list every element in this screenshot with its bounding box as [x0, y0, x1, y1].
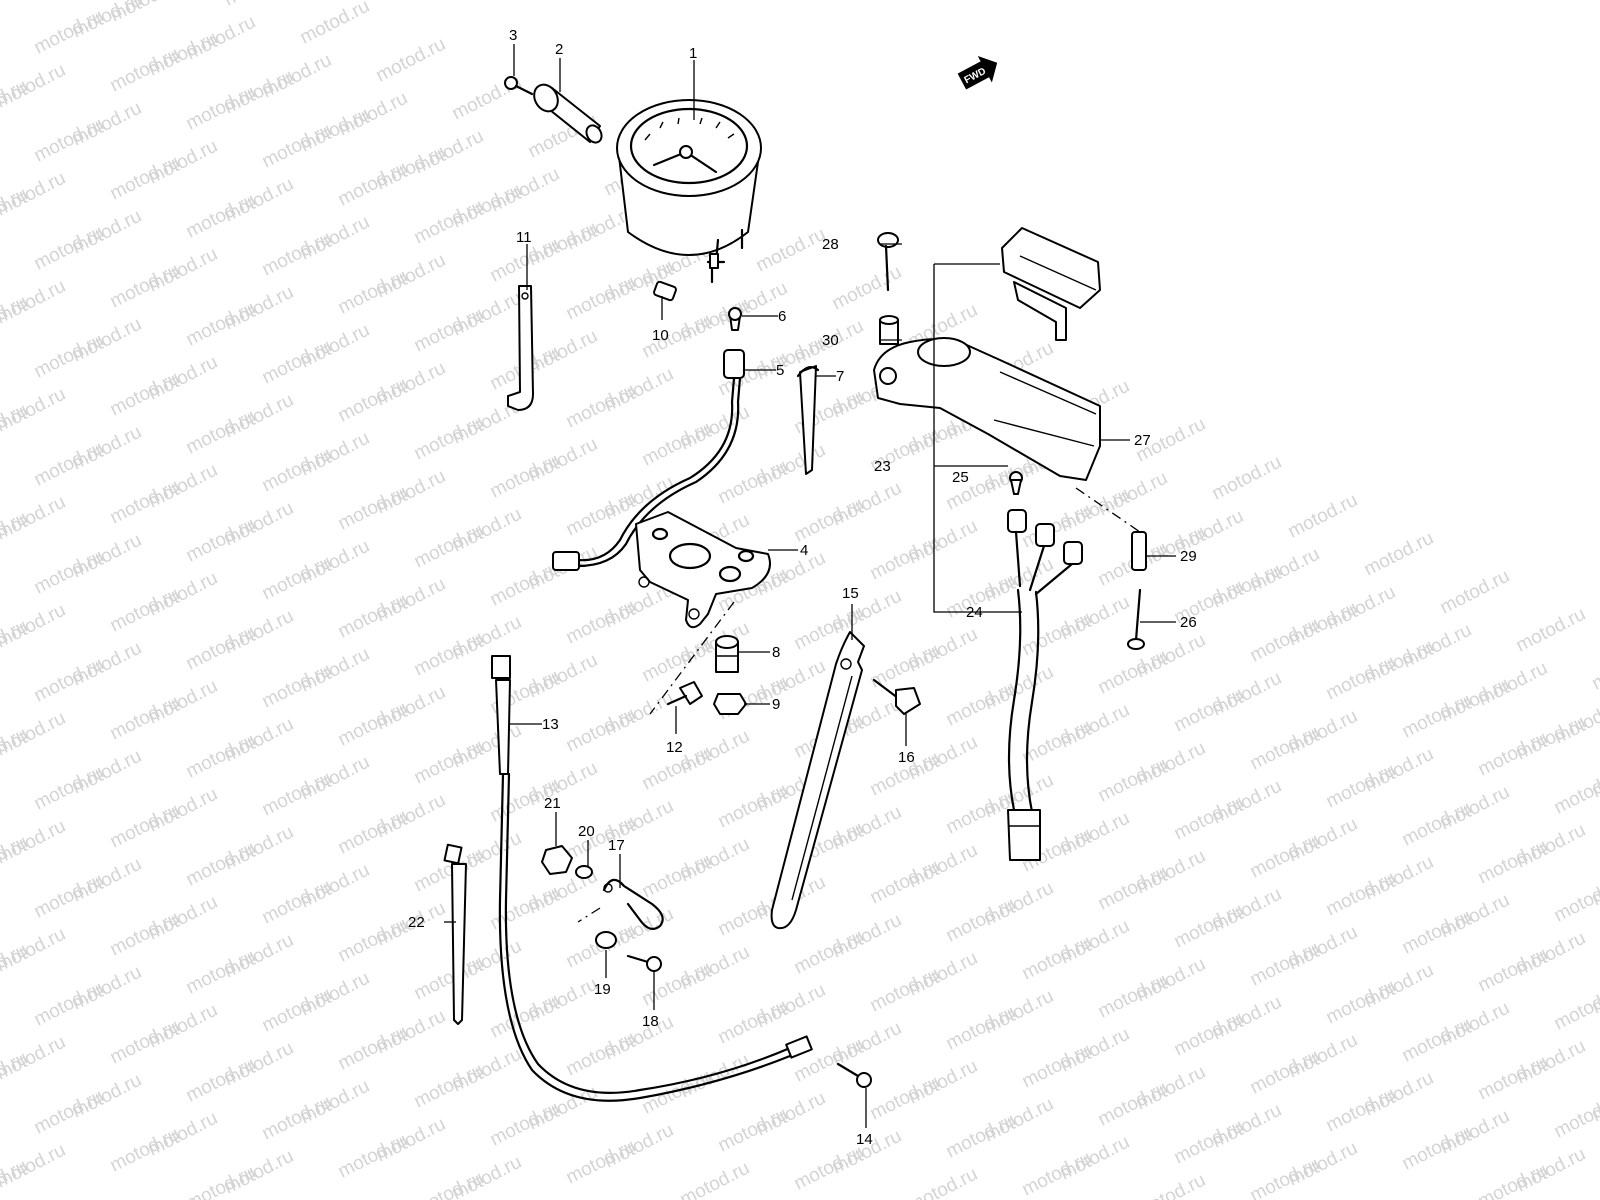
watermark-text: motod.ru: [905, 1164, 981, 1200]
callout-29: 29: [1180, 548, 1197, 565]
watermark-text: motod.ru: [1285, 490, 1361, 543]
watermark-text: motod.ru: [221, 0, 297, 10]
callout-20: 20: [578, 823, 595, 840]
part-bolt-16: [872, 678, 921, 715]
callout-17: 17: [608, 837, 625, 854]
part-wire-harness: [1007, 509, 1083, 861]
part-screw-18: [626, 954, 662, 972]
watermark-text: motod.ru: [1247, 1154, 1323, 1200]
watermark-text: motod.ru: [1513, 604, 1589, 657]
callout-25: 25: [952, 469, 969, 486]
callout-labels: 1 2 3 11 10 6 5 7 4 8 9 12 13 14 15 16 1…: [408, 27, 1197, 1148]
part-bulb-25: [1009, 471, 1023, 495]
watermark-text: motod.ru: [1209, 452, 1285, 505]
leader-lines: [444, 44, 1176, 1128]
watermark-text: motod.ru: [1551, 874, 1600, 927]
callout-6: 6: [778, 308, 786, 325]
part-collar-30: [879, 315, 899, 345]
callout-7: 7: [836, 368, 844, 385]
watermark-text: motod.ru: [1551, 1090, 1600, 1143]
watermark-text: motod.ru: [373, 34, 449, 87]
part-screw-14: [836, 1062, 872, 1088]
callout-19: 19: [594, 981, 611, 998]
watermark-text: motod.ru: [1475, 1160, 1551, 1200]
part-bolt-12: [666, 681, 703, 706]
watermark-text: motod.ru: [1551, 766, 1600, 819]
part-bracket-strip: [507, 285, 534, 411]
callout-8: 8: [772, 644, 780, 661]
part-cushion: [653, 280, 677, 302]
part-cable-guide: [602, 878, 664, 930]
watermark-text: motod.ru: [753, 224, 829, 277]
part-long-bracket: [770, 631, 865, 930]
callout-21: 21: [544, 795, 561, 812]
callout-23: 23: [874, 458, 891, 475]
watermark-text: motod.ru: [1133, 1170, 1209, 1200]
callout-27: 27: [1134, 432, 1151, 449]
part-bulb: [728, 307, 742, 331]
part-indicator-housing: [873, 337, 1101, 481]
part-cable-tie: [443, 843, 467, 1025]
part-indicator-cover: [1001, 227, 1101, 341]
callout-3: 3: [509, 27, 517, 44]
part-clamp-7: [796, 365, 820, 475]
callout-14: 14: [856, 1131, 873, 1148]
callout-16: 16: [898, 749, 915, 766]
part-speedo-cable: [491, 655, 813, 1102]
callout-10: 10: [652, 327, 669, 344]
part-nut-21: [541, 845, 573, 875]
callout-24: 24: [966, 604, 983, 621]
watermark-text: motod.ru: [677, 1158, 753, 1200]
part-bracket-4: [635, 511, 771, 629]
callout-26: 26: [1180, 614, 1197, 631]
watermark-text: motod.ru: [1361, 528, 1437, 581]
callout-5: 5: [776, 362, 784, 379]
callout-1: 1: [689, 45, 697, 62]
callout-15: 15: [842, 585, 859, 602]
callout-18: 18: [642, 1013, 659, 1030]
part-nut-9: [713, 693, 747, 715]
watermark-text: motod.ru: [829, 262, 905, 315]
callout-11: 11: [516, 229, 532, 246]
part-grommet: [715, 635, 739, 673]
watermark-text: motod.ru: [183, 1162, 259, 1200]
fwd-arrow-icon: FWD: [957, 56, 998, 90]
callout-28: 28: [822, 236, 839, 253]
callout-13: 13: [542, 716, 559, 733]
watermark-text: motod.ru: [1437, 566, 1513, 619]
callout-22: 22: [408, 914, 425, 931]
watermark-text: motod.ru: [1551, 982, 1600, 1035]
callout-12: 12: [666, 739, 683, 756]
part-washer-20: [575, 865, 593, 879]
part-screw-small: [504, 76, 534, 96]
part-washer-19: [595, 931, 617, 949]
part-screw-26: [1127, 588, 1145, 650]
callout-2: 2: [555, 41, 563, 58]
watermark-text: motod.ru: [1589, 642, 1600, 695]
part-lamp-socket: [552, 349, 745, 571]
part-spacer-29: [1131, 531, 1147, 571]
part-speedometer: [616, 99, 762, 284]
part-knob: [533, 83, 603, 144]
watermark-text: motod.ru: [0, 0, 69, 4]
callout-30: 30: [822, 332, 839, 349]
callout-4: 4: [800, 542, 808, 559]
watermark-text: motod.ru: [297, 0, 373, 48]
callout-9: 9: [772, 696, 780, 713]
